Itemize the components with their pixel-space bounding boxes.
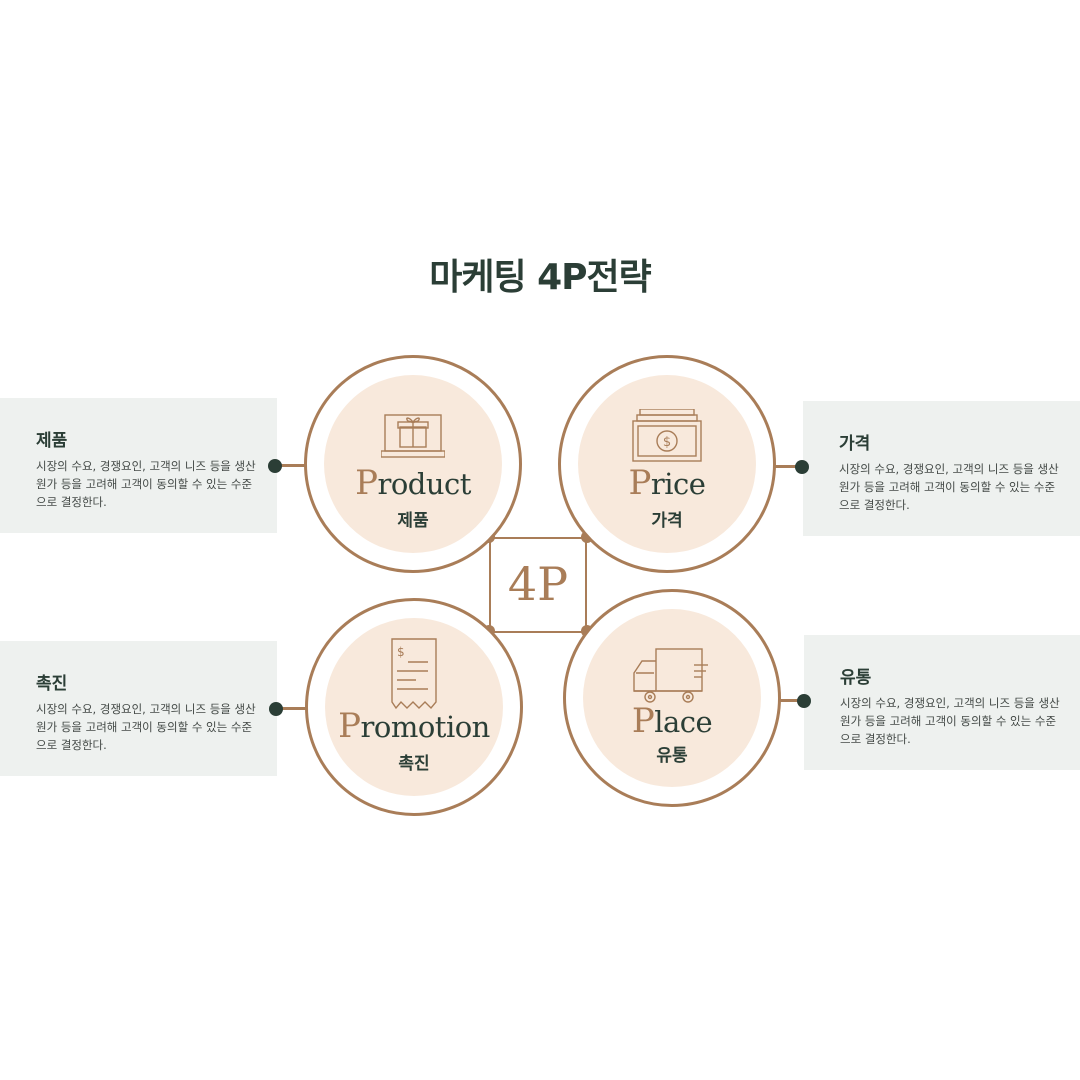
disc: $ Promotion 촉진: [325, 618, 503, 796]
circle-price: $ Price 가격: [558, 355, 776, 573]
disc: $ Price 가격: [578, 375, 756, 553]
panel-price: 가격 시장의 수요, 경쟁요인, 고객의 니즈 등을 생산원가 등을 고려해 고…: [803, 401, 1080, 536]
laptop-gift-icon: [324, 413, 502, 465]
connector-dot: [797, 694, 811, 708]
label-ko: 유통: [656, 746, 688, 766]
connector-promotion: [276, 707, 308, 710]
panel-title: 제품: [36, 431, 68, 451]
circle-place: Place 유통: [563, 589, 781, 807]
center-4p-box: 4P: [489, 537, 587, 633]
label-en: Place: [583, 701, 761, 741]
label-rest: lace: [654, 705, 713, 739]
disc: Product 제품: [324, 375, 502, 553]
truck-icon: [583, 647, 761, 707]
panel-title: 가격: [839, 434, 871, 454]
connector-dot: [795, 460, 809, 474]
label-initial: P: [355, 463, 378, 503]
label-initial: P: [628, 463, 652, 503]
label-ko: 촉진: [398, 754, 430, 774]
label-ko: 제품: [397, 511, 429, 531]
label-rest: romotion: [360, 710, 491, 744]
label-initial: P: [338, 706, 361, 746]
label-en: Product: [324, 463, 502, 503]
disc: Place 유통: [583, 609, 761, 787]
connector-dot: [268, 459, 282, 473]
panel-title: 촉진: [36, 674, 68, 694]
label-initial: P: [631, 701, 655, 741]
panel-description: 시장의 수요, 경쟁요인, 고객의 니즈 등을 생산원가 등을 고려해 고객이 …: [840, 696, 1060, 746]
money-icon: $: [578, 408, 756, 467]
receipt-icon: $: [325, 638, 503, 714]
label-en: Promotion: [325, 706, 503, 746]
panel-product: 제품 시장의 수요, 경쟁요인, 고객의 니즈 등을 생산원가 등을 고려해 고…: [0, 398, 277, 533]
svg-text:$: $: [397, 645, 405, 659]
panel-title: 유통: [840, 668, 872, 688]
panel-description: 시장의 수요, 경쟁요인, 고객의 니즈 등을 생산원가 등을 고려해 고객이 …: [36, 459, 256, 509]
center-label: 4P: [507, 557, 569, 611]
panel-description: 시장의 수요, 경쟁요인, 고객의 니즈 등을 생산원가 등을 고려해 고객이 …: [36, 702, 256, 752]
connector-product: [275, 464, 307, 467]
page-title: 마케팅 4P전략: [429, 257, 652, 298]
panel-place: 유통 시장의 수요, 경쟁요인, 고객의 니즈 등을 생산원가 등을 고려해 고…: [804, 635, 1080, 770]
connector-price: [772, 465, 804, 468]
label-en: Price: [578, 463, 756, 503]
panel-promotion: 촉진 시장의 수요, 경쟁요인, 고객의 니즈 등을 생산원가 등을 고려해 고…: [0, 641, 277, 776]
svg-text:$: $: [663, 435, 671, 450]
connector-dot: [269, 702, 283, 716]
label-rest: roduct: [377, 467, 471, 501]
label-ko: 가격: [651, 511, 683, 531]
circle-promotion: $ Promotion 촉진: [305, 598, 523, 816]
connector-place: [778, 699, 806, 702]
panel-description: 시장의 수요, 경쟁요인, 고객의 니즈 등을 생산원가 등을 고려해 고객이 …: [839, 462, 1059, 512]
label-rest: rice: [650, 467, 706, 501]
circle-product: Product 제품: [304, 355, 522, 573]
